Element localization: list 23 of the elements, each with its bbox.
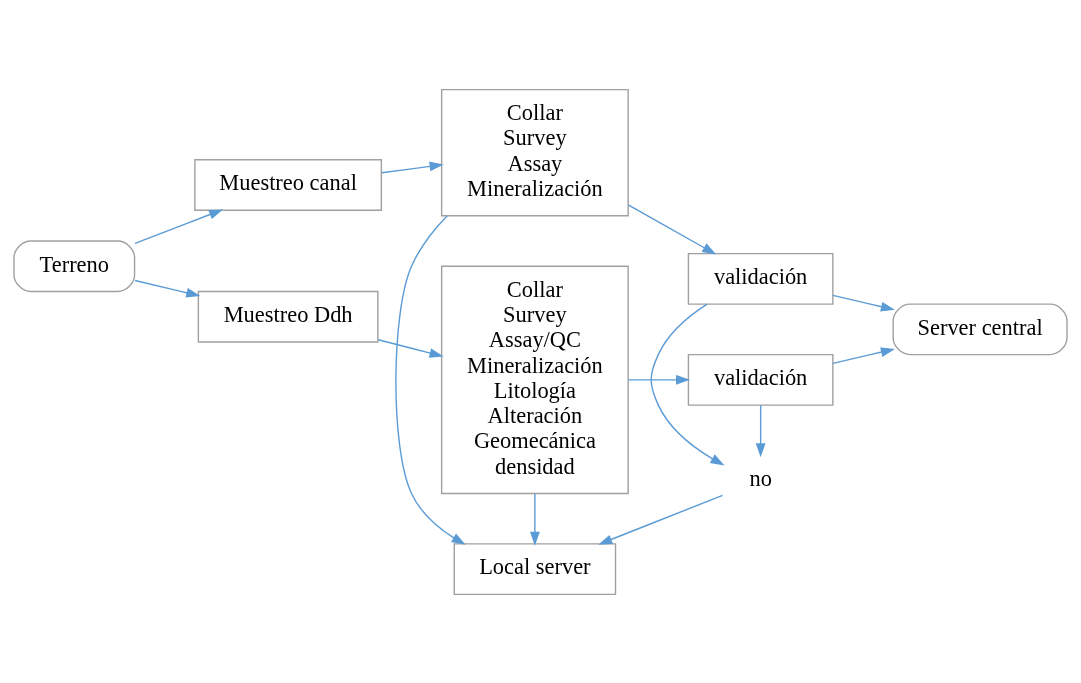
arrow: [598, 494, 724, 545]
node-box: Collar Survey Assay/QC Mineralización Litología Alteración Geomecánica densidad: [440, 265, 629, 494]
arrow: [832, 346, 895, 364]
node-box: Local server: [453, 542, 617, 595]
arrow: [650, 303, 725, 465]
arrow: [134, 208, 224, 244]
node-box: Server central: [892, 302, 1068, 355]
node-box: Muestreo Ddh: [197, 290, 379, 343]
arrow: [832, 294, 895, 311]
node-box: Terreno: [13, 239, 136, 292]
arrow: [627, 374, 691, 385]
arrow: [134, 279, 201, 298]
node-box: validación: [687, 252, 834, 305]
node-box: validación: [687, 353, 834, 406]
node-box: Muestreo canal: [194, 158, 383, 211]
arrow: [377, 338, 444, 358]
arrow: [381, 161, 444, 173]
arrow: [530, 492, 540, 546]
arrow: [395, 214, 466, 545]
arrow: [627, 203, 717, 255]
node-text: no: [749, 465, 772, 491]
node-box: Collar Survey Assay Mineralización: [440, 88, 629, 216]
arrow: [755, 403, 766, 457]
